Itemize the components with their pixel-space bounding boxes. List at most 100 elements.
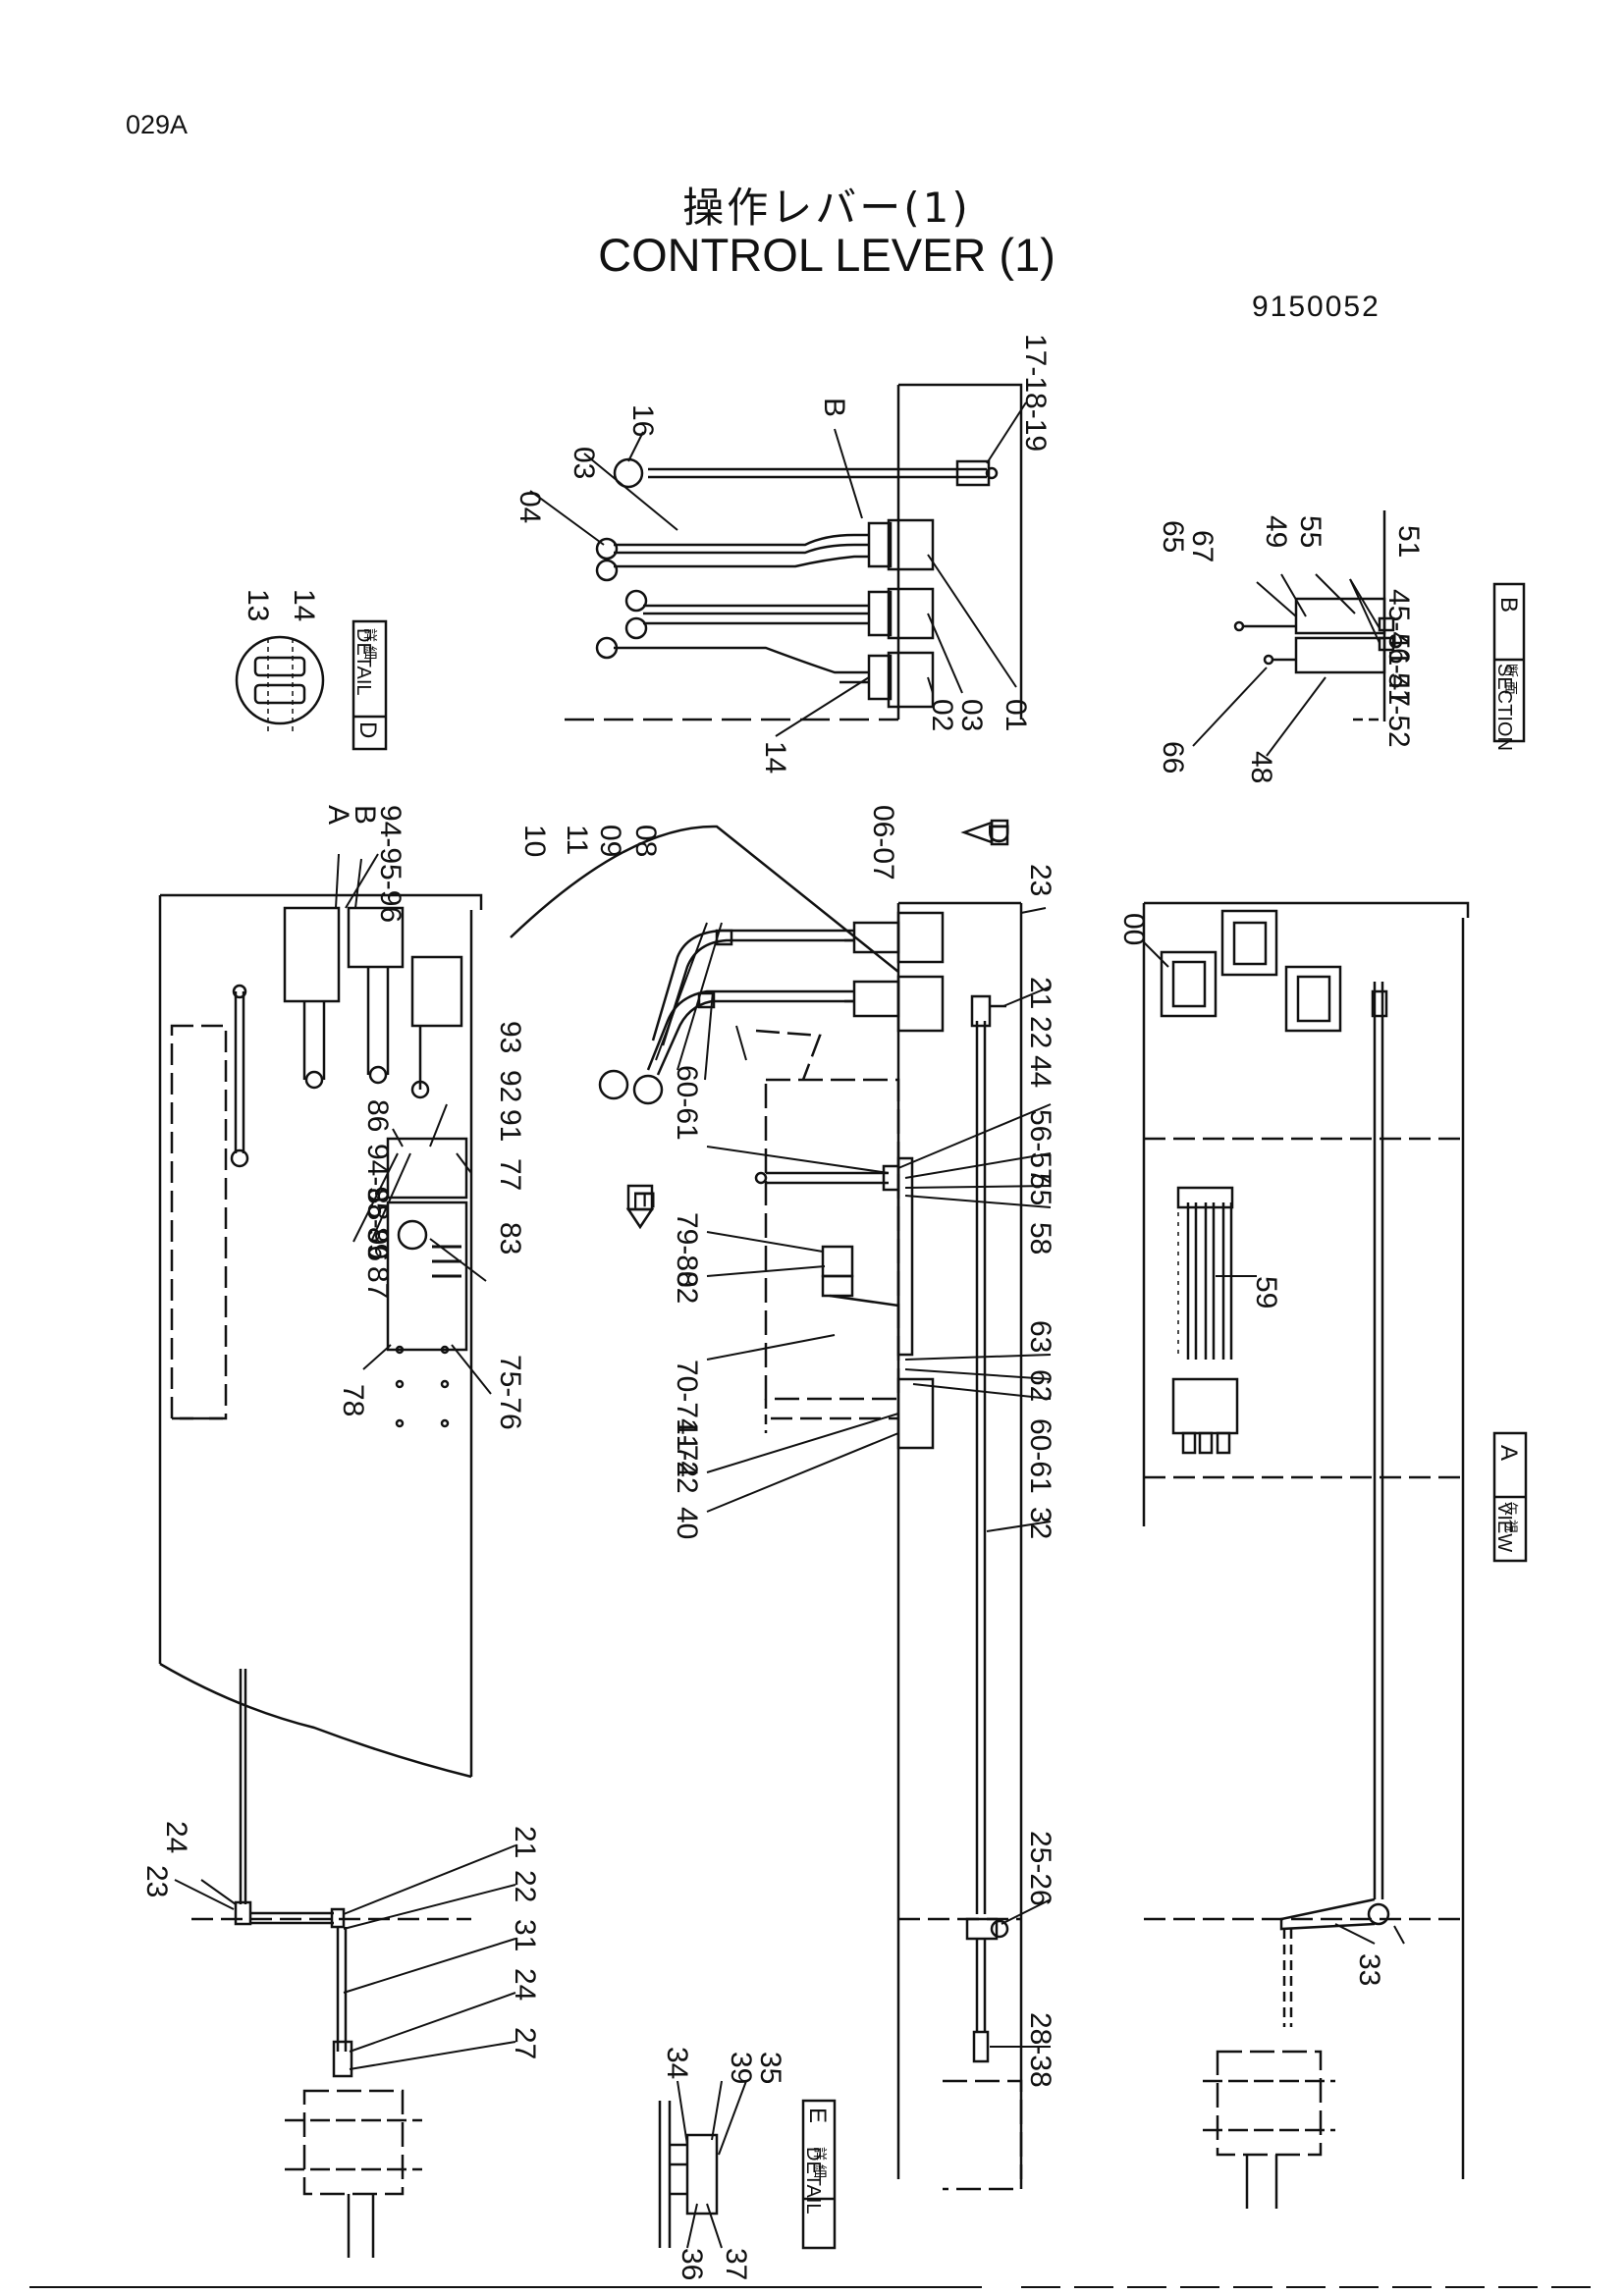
view-labels: 詳 細 DETAIL D 断 面 SECTION B 矢 視 VIEW A 詳 … <box>352 597 1522 2215</box>
callout-24-lower: 24 <box>509 1968 541 2001</box>
callout-22-lower: 22 <box>509 1870 541 1902</box>
callout-49: 48 <box>1245 751 1277 783</box>
top-lever-assembly <box>529 383 1027 737</box>
callout-94-95-96: B <box>818 398 850 417</box>
callout-79-80: 83 <box>494 1222 526 1255</box>
callout-b-arrow: E <box>627 1190 660 1209</box>
callout-37: 37 <box>720 2248 752 2280</box>
callout-00: 00 <box>1117 913 1150 945</box>
callout-08: 08 <box>629 825 662 857</box>
callout-67: 67 <box>1186 530 1218 562</box>
callout-86: 91 <box>494 1109 526 1142</box>
callout-88: 93 <box>494 1021 526 1053</box>
callout-25-26-lower: 25-26 <box>1024 1831 1056 1906</box>
callout-51-mid: 51 <box>1382 633 1415 666</box>
callout-14: 14 <box>759 741 791 774</box>
callout-84: 88 <box>361 1188 394 1220</box>
svg-text:VIEW: VIEW <box>1493 1502 1515 1552</box>
callout-45-46-47: 60-61 <box>671 1065 703 1141</box>
detail-e-drawing <box>658 2080 837 2250</box>
detail-d-drawing <box>235 619 388 751</box>
callout-23: 23 <box>140 1865 173 1897</box>
callout-12: 13 <box>242 589 274 621</box>
svg-text:DETAIL: DETAIL <box>802 2147 824 2215</box>
callout-28-38: 28-38 <box>1024 2012 1056 2088</box>
callout-75-76: 78 <box>337 1384 369 1416</box>
svg-text:詳 細: 詳 細 <box>812 2147 828 2178</box>
callout-01: 01 <box>1000 699 1032 731</box>
callout-82: 86 <box>361 1099 394 1132</box>
callout-73: 77 <box>494 1158 526 1191</box>
callout-78: 82 <box>671 1271 703 1304</box>
section-b-label: 断 面 SECTION B <box>1493 597 1522 751</box>
callout-69: 70-71-72 <box>671 1360 703 1477</box>
callout-48: 45-46-47 <box>1382 589 1415 707</box>
left-floor-plan <box>158 853 516 2258</box>
callout-58: 58 <box>1024 1222 1056 1255</box>
view-a-drawing <box>960 819 1528 2209</box>
svg-text:DETAIL: DETAIL <box>352 628 374 696</box>
callout-21-top: 21 <box>1024 977 1056 1009</box>
callout-51-52: 51-52 <box>1382 672 1415 748</box>
callout-11: 11 <box>561 825 593 855</box>
callout-85: 89 <box>361 1227 394 1259</box>
callout-04: 03 <box>568 447 600 479</box>
callout-41-42: 41-42 <box>671 1418 703 1494</box>
callout-25-26-top: 23 <box>1024 864 1056 896</box>
page-code: 029A <box>126 110 189 139</box>
callout-16: 16 <box>626 404 659 437</box>
title-english: CONTROL LEVER (1) <box>598 229 1056 281</box>
callout-21-lower: 21 <box>509 1826 541 1858</box>
callout-03: 03 <box>955 699 988 731</box>
detail-e-label: 詳 細 DETAIL E <box>802 2108 831 2215</box>
view-a-label: 矢 視 VIEW A <box>1493 1445 1522 1552</box>
callout-10: 10 <box>518 825 551 857</box>
callout-91: 94-95-96 <box>374 805 406 923</box>
callout-83: 87 <box>361 1266 394 1299</box>
callout-02: 02 <box>926 699 958 731</box>
svg-text:B: B <box>1495 597 1522 613</box>
callout-60-61: 60-61 <box>1024 1418 1056 1494</box>
callout-labels: 04 03 16 B 17-18-19 14 02 03 01 13 14 65… <box>140 334 1425 2280</box>
callout-63: 63 <box>1024 1320 1056 1353</box>
callout-77: 79-80 <box>671 1212 703 1288</box>
callout-13: 14 <box>288 589 320 621</box>
callout-39: 39 <box>725 2052 757 2084</box>
svg-text:詳 細: 詳 細 <box>362 628 378 660</box>
callout-70-71-72: 75-76 <box>494 1355 526 1430</box>
callout-62: 62 <box>1024 1369 1056 1402</box>
callout-22-top: 22 <box>1024 1016 1056 1048</box>
svg-text:A: A <box>1495 1445 1522 1461</box>
callout-06-07: 06-07 <box>867 805 899 881</box>
callout-66: 66 <box>1157 741 1189 774</box>
diagram-lines <box>29 383 1591 2288</box>
callout-24-left: 24 <box>160 1821 192 1853</box>
callout-33: 33 <box>1353 1953 1385 1986</box>
callout-36: 36 <box>676 2248 708 2280</box>
svg-text:断 面: 断 面 <box>1503 664 1519 695</box>
callout-92: A <box>322 805 354 825</box>
callout-05: 04 <box>514 491 546 523</box>
svg-text:D: D <box>354 721 381 738</box>
callout-65: 65 <box>1157 520 1189 553</box>
callout-a-arrow: D <box>982 823 1014 844</box>
callout-50: 49 <box>1260 515 1292 548</box>
callout-55: 55 <box>1024 1173 1056 1205</box>
svg-text:E: E <box>804 2108 831 2123</box>
callout-32: 32 <box>1024 1507 1056 1539</box>
section-b-drawing <box>1192 510 1526 757</box>
drawing-number: 9150052 <box>1252 291 1380 323</box>
callout-31: 31 <box>509 1919 541 1951</box>
callout-59: 59 <box>1250 1276 1282 1308</box>
section-arrow-b <box>625 1184 655 1230</box>
callout-44: 44 <box>1024 1055 1056 1088</box>
svg-text:矢 視: 矢 視 <box>1503 1502 1519 1533</box>
callout-87: 92 <box>494 1070 526 1102</box>
callout-51-top: 51 <box>1392 525 1425 558</box>
callout-56-57: 56-57 <box>1024 1109 1056 1185</box>
callout-35: 35 <box>754 2052 786 2084</box>
title-japanese: 操作レバー(1) <box>682 184 971 232</box>
callout-53: 55 <box>1294 515 1326 548</box>
detail-d-label: 詳 細 DETAIL D <box>352 628 381 738</box>
